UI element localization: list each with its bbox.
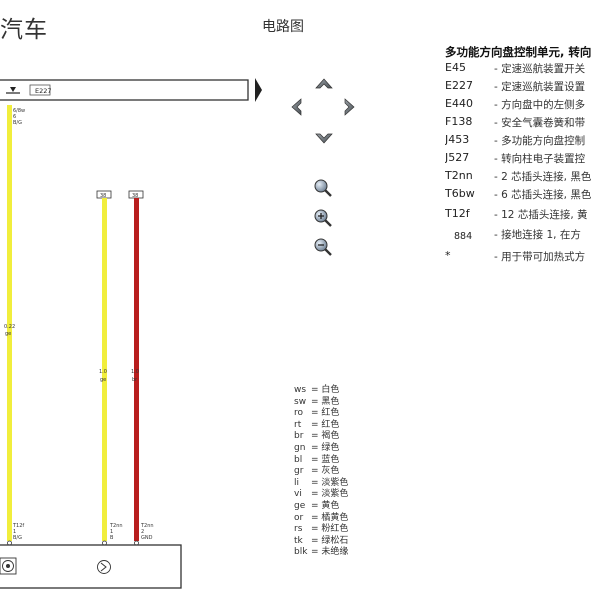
wire-3-size: 1.0 <box>131 369 139 375</box>
switch-symbol-icon <box>6 87 20 94</box>
legend-item: *- 用于带可加热式方 <box>445 249 586 263</box>
wire-1-top-color: B/G <box>13 120 22 126</box>
wire-1-top-pin: 6/8w <box>13 108 25 114</box>
color-code-row: li= 淡紫色 <box>294 477 349 488</box>
wire-3-pin: 2 <box>141 529 144 535</box>
color-code-row: ws= 白色 <box>294 385 340 395</box>
legend-item: 884- 接地连接 1, 在方 <box>454 229 581 242</box>
color-code-row: ro= 红色 <box>294 408 340 419</box>
wire-1[interactable]: 6/8w 6 B/G 0.22 ge T12f 1 B/G <box>4 105 25 541</box>
legend-item: E227- 定速巡航装置设置 <box>445 79 586 93</box>
wire-1-bottom-color: B/G <box>13 535 22 541</box>
wire-3-connector: T2nn <box>140 523 154 529</box>
wire-2-box-label: 38 <box>100 193 106 199</box>
wire-2-stroke[interactable] <box>102 198 107 541</box>
wire-1-pin: 1 <box>13 529 16 535</box>
color-code-row: blk= 未绝缘 <box>294 547 349 558</box>
component-legend: 多功能方向盘控制单元, 转向 E45- 定速巡航装置开关 E227- 定速巡航装… <box>445 44 602 265</box>
pan-left-icon[interactable] <box>291 98 302 116</box>
legend-item: J453- 多功能方向盘控制 <box>445 133 586 147</box>
legend-item: E440- 方向盘中的左侧多 <box>445 97 586 111</box>
e227-label-box <box>29 84 51 96</box>
diagram-title: 电路图 <box>262 19 304 35</box>
pan-down-icon[interactable] <box>315 133 333 144</box>
wire-3[interactable]: 38 1.0 br T2nn 2 GND <box>128 190 154 541</box>
legend-item: J527- 转向柱电子装置控 <box>445 151 586 165</box>
color-code-row: rs= 粉红色 <box>294 524 349 535</box>
component-bar <box>0 79 249 101</box>
bottom-component-box <box>0 544 182 589</box>
color-code-row: rt= 红色 <box>294 419 340 430</box>
wire-3-stroke[interactable] <box>134 198 139 541</box>
pan-up-icon[interactable] <box>315 78 333 89</box>
legend-item: T6bw- 6 芯插头连接, 黑色 <box>445 187 592 201</box>
e227-label: E227 <box>35 87 52 95</box>
wire-1-color: ge <box>5 331 11 337</box>
color-code-row: bl= 蓝色 <box>294 454 340 465</box>
wire-2-connector: T2nn <box>109 523 123 529</box>
color-code-row: gr= 灰色 <box>294 466 340 477</box>
color-code-row: sw= 黑色 <box>294 396 340 407</box>
wire-3-box-label: 38 <box>132 193 138 199</box>
color-code-row: gn= 绿色 <box>294 442 340 453</box>
nav-controls <box>291 78 355 256</box>
wire-1-size: 0.22 <box>4 324 15 330</box>
wire-1-connector: T12f <box>12 523 24 529</box>
wire-2-color: ge <box>100 377 106 383</box>
color-code-list: ws= 白色 sw= 黑色 ro= 红色 rt= 红色 br= 褐色 gn= 绿… <box>294 385 348 559</box>
circuit-diagram: E227 6/8w 6 B/G 0.22 ge T12f 1 B/G 38 1.… <box>0 78 262 589</box>
legend-item: E45- 定速巡航装置开关 <box>445 61 586 75</box>
wire-1-stroke[interactable] <box>7 105 12 541</box>
zoom-in-icon[interactable] <box>314 209 332 227</box>
wire-1-top-pin2: 6 <box>13 114 16 120</box>
color-code-row: or= 橘黄色 <box>294 512 349 523</box>
scroll-right-arrow[interactable] <box>255 78 262 102</box>
legend-title: 多功能方向盘控制单元, 转向 <box>445 45 592 59</box>
brand-title: 汽车 <box>0 17 48 43</box>
legend-item: T12f- 12 芯插头连接, 黄 <box>445 207 588 221</box>
wire-2[interactable]: 38 1.0 ge T2nn 1 B <box>96 190 123 541</box>
zoom-out-icon[interactable] <box>314 238 332 256</box>
legend-item: F138- 安全气囊卷簧和带 <box>445 115 586 129</box>
steering-switch-icon <box>0 557 17 575</box>
legend-item: T2nn- 2 芯插头连接, 黑色 <box>445 169 592 183</box>
ground-symbol-icon <box>97 560 111 574</box>
pan-right-icon[interactable] <box>344 98 355 116</box>
wire-3-bottom-color: GND <box>141 535 153 541</box>
wire-2-pin: 1 <box>110 529 113 535</box>
zoom-reset-icon[interactable] <box>314 179 332 197</box>
wire-2-bottom-color: B <box>110 535 114 541</box>
color-code-row: br= 褐色 <box>294 431 340 442</box>
color-code-row: tk= 绿松石 <box>294 535 349 546</box>
color-code-row: vi= 淡紫色 <box>294 489 349 500</box>
wire-2-size: 1.0 <box>99 369 107 375</box>
wire-3-color: br <box>132 377 138 383</box>
color-code-row: ge= 黄色 <box>294 500 340 511</box>
